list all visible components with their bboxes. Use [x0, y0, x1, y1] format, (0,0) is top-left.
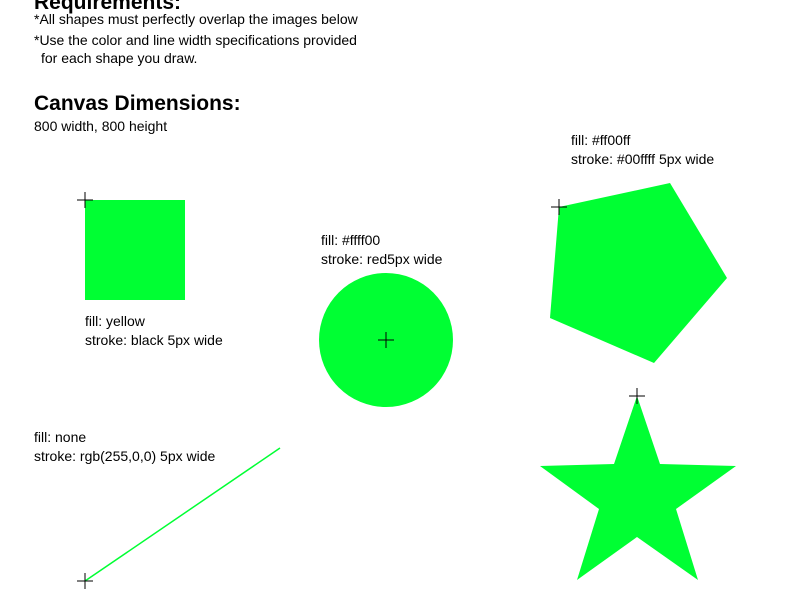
- pentagon-crosshair: [551, 199, 567, 215]
- line-stroke-label: stroke: rgb(255,0,0) 5px wide: [34, 448, 216, 464]
- pentagon-stroke-label: stroke: #00ffff 5px wide: [571, 151, 715, 167]
- pentagon-shape: [550, 183, 727, 363]
- requirement-line-1: *All shapes must perfectly overlap the i…: [34, 11, 358, 27]
- line-fill-label: fill: none: [34, 429, 87, 445]
- square-crosshair: [77, 192, 93, 208]
- circle-crosshair: [378, 332, 394, 348]
- requirement-line-2: *Use the color and line width specificat…: [34, 32, 357, 48]
- canvas-dimensions-heading: Canvas Dimensions:: [34, 92, 241, 115]
- star-shape: [540, 396, 736, 580]
- line-crosshair: [77, 573, 93, 589]
- diagonal-line: [84, 447, 281, 582]
- canvas-dimensions-text: 800 width, 800 height: [34, 118, 168, 134]
- square-shape: [85, 200, 185, 300]
- star-crosshair: [629, 388, 645, 404]
- square-stroke-label: stroke: black 5px wide: [85, 332, 223, 348]
- circle-fill-label: fill: #ffff00: [321, 232, 381, 248]
- requirement-line-3: for each shape you draw.: [41, 50, 198, 66]
- circle-stroke-label: stroke: red5px wide: [321, 251, 443, 267]
- pentagon-fill-label: fill: #ff00ff: [571, 132, 631, 148]
- square-fill-label: fill: yellow: [85, 313, 145, 329]
- requirements-heading: Requirements:: [34, 0, 182, 14]
